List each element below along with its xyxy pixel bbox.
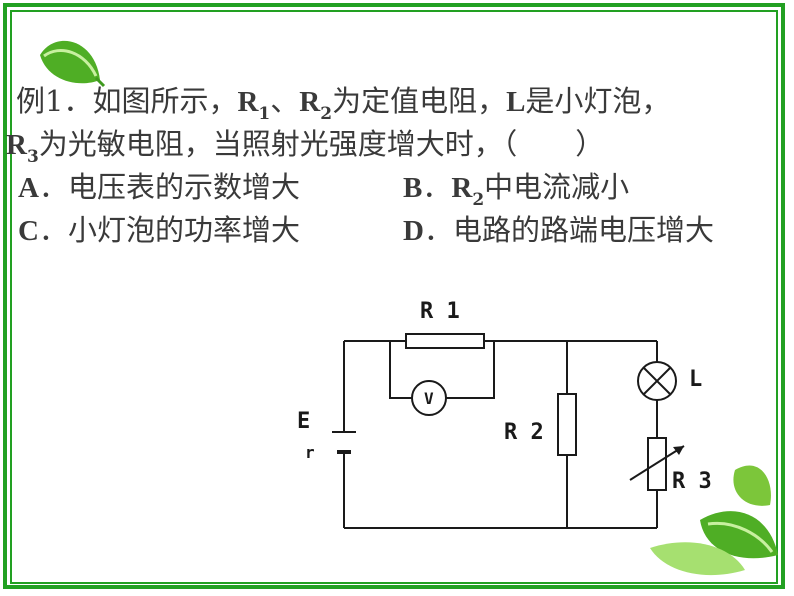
resistor-r2 bbox=[557, 393, 577, 456]
question-prefix: 例1．如图所示， bbox=[16, 84, 238, 118]
r1-subscript: 1 bbox=[258, 104, 271, 124]
leaf-icon-bottom bbox=[650, 465, 778, 576]
option-b-text: 中电流减小 bbox=[484, 170, 630, 204]
label-lamp: L bbox=[689, 367, 702, 392]
r2-subscript: 2 bbox=[320, 104, 333, 124]
resistor-r1 bbox=[405, 333, 485, 349]
label-emf: E bbox=[297, 409, 310, 434]
label-r1: R 1 bbox=[420, 299, 460, 324]
r2-symbol: R bbox=[299, 86, 321, 118]
question-line-1: 例1．如图所示，R1、R2为定值电阻，L是小灯泡， bbox=[10, 80, 790, 124]
option-d: D．电路的路端电压增大 bbox=[403, 209, 714, 253]
option-b-r: R bbox=[451, 172, 473, 204]
inner-frame bbox=[10, 10, 778, 584]
r3-symbol: R bbox=[6, 129, 27, 161]
label-r2: R 2 bbox=[504, 420, 544, 445]
variable-resistor-r3 bbox=[629, 437, 685, 491]
option-a-text: ．电压表的示数增大 bbox=[38, 170, 300, 204]
option-b: B．R2中电流减小 bbox=[403, 166, 629, 222]
option-a: A．电压表的示数增大 bbox=[18, 166, 300, 210]
option-c-text: ．小灯泡的功率增大 bbox=[38, 213, 300, 247]
wire-voltmeter-right bbox=[440, 341, 495, 399]
label-voltmeter: V bbox=[424, 389, 434, 408]
option-b-letter: B bbox=[403, 172, 423, 204]
wire-voltmeter-left bbox=[389, 341, 418, 399]
label-r3: R 3 bbox=[672, 469, 712, 494]
lamp-icon bbox=[637, 361, 677, 401]
voltmeter-icon bbox=[411, 380, 447, 416]
separator: 、 bbox=[270, 84, 300, 118]
battery-icon bbox=[332, 431, 356, 454]
option-c: C．小灯泡的功率增大 bbox=[18, 209, 300, 253]
l-symbol: L bbox=[506, 86, 526, 118]
outer-frame bbox=[3, 3, 785, 589]
r1-symbol: R bbox=[237, 86, 259, 118]
question-mid: 为定值电阻， bbox=[332, 84, 507, 118]
option-b-subscript: 2 bbox=[472, 190, 485, 210]
options-row-1: A．电压表的示数增大 B．R2中电流减小 bbox=[10, 166, 790, 210]
label-internal-resistance: r bbox=[305, 443, 315, 462]
options-row-2: C．小灯泡的功率增大 D．电路的路端电压增大 bbox=[10, 209, 790, 252]
question-line-2-text: 为光敏电阻，当照射光强度增大时，（ ） bbox=[38, 127, 605, 161]
option-c-letter: C bbox=[18, 215, 39, 247]
leaf-icon-top bbox=[40, 40, 106, 88]
option-d-text: ．电路的路端电压增大 bbox=[423, 213, 714, 247]
r3-subscript: 3 bbox=[26, 147, 39, 167]
question-end: 是小灯泡， bbox=[525, 84, 671, 118]
question-line-2: R3为光敏电阻，当照射光强度增大时，（ ） bbox=[6, 123, 790, 167]
question-text: 例1．如图所示，R1、R2为定值电阻，L是小灯泡， R3为光敏电阻，当照射光强度… bbox=[6, 80, 790, 252]
option-a-letter: A bbox=[18, 172, 39, 204]
option-b-dot: ． bbox=[422, 170, 452, 204]
option-d-letter: D bbox=[403, 215, 424, 247]
